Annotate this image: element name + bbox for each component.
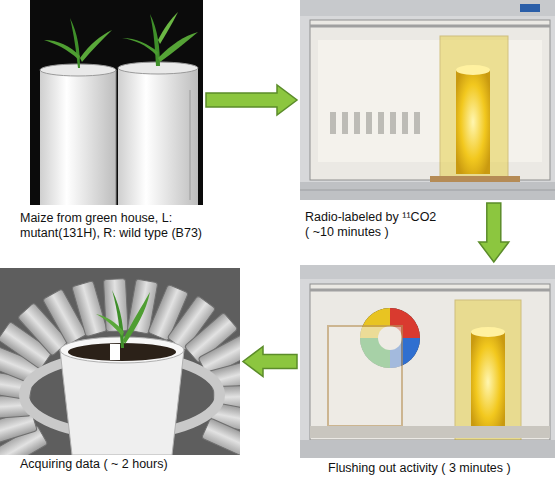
flow-arrow [206,85,297,115]
caption-text: Acquiring data ( ~ 2 hours) [20,457,168,471]
caption-block: Radio-labeled by ¹¹CO2 ( ~10 minutes ) [305,210,441,240]
photo-panel: Acquiring data ( ~ 2 hours) [0,268,240,455]
caption-block: Maize from green house, L: mutant(131H),… [20,211,235,241]
caption-text: Radio-labeled by ¹¹CO2 ( ~10 minutes ) [305,210,436,239]
caption-block: Acquiring data ( ~ 2 hours) [20,457,235,472]
fume-hood-photo [300,0,555,200]
maize-photo [30,0,203,205]
flushing-hood-photo [300,265,555,458]
flow-arrow [243,347,297,377]
flow-arrow [479,203,509,262]
photo-panel: Radio-labeled by ¹¹CO2 ( ~10 minutes ) [300,0,555,200]
caption-block: Flushing out activity ( 3 minutes ) [328,461,553,476]
detector-photo [0,268,240,455]
photo-panel: Flushing out activity ( 3 minutes ) [300,265,555,458]
photo-panel: Maize from green house, L: mutant(131H),… [30,0,203,205]
caption-text: Maize from green house, L: mutant(131H),… [20,211,202,240]
caption-text: Flushing out activity ( 3 minutes ) [328,461,511,475]
